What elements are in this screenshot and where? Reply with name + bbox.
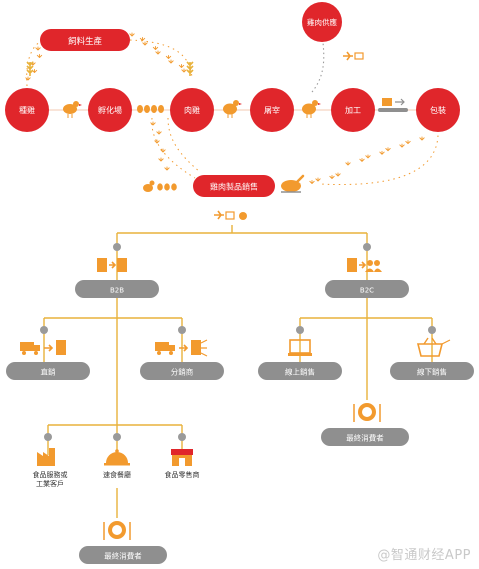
store-icon [171, 449, 193, 466]
feed-production-label: 飼料生產 [68, 36, 103, 47]
wheat-icon [26, 61, 34, 76]
footprint [385, 147, 391, 152]
footprint [154, 139, 160, 144]
building-icon [97, 258, 127, 272]
truck-network-icon [155, 339, 208, 357]
fast-food-restaurants-label: 速食餐廳 [103, 470, 131, 479]
b2b-node: B2B [75, 280, 159, 298]
footprint-trails [26, 27, 439, 186]
packaging-node: 包裝 [416, 88, 460, 132]
distributors-label: 分銷商 [171, 367, 194, 377]
hatchery-label: 孵化場 [98, 105, 122, 115]
plane-truck-icon-2 [214, 210, 247, 220]
chicken-icon-3 [302, 100, 321, 118]
footprint [152, 46, 159, 50]
footprint [329, 175, 335, 179]
end-consumer-right-node: 最終消費者 [321, 428, 409, 446]
truck-building-icon [20, 340, 66, 355]
chicken-products-sales-node: 雞肉製品銷售 [193, 175, 275, 197]
online-sales-node: 線上銷售 [258, 362, 342, 380]
junction-dots [40, 243, 436, 441]
processing-label: 加工 [345, 105, 361, 115]
packaging-label: 包裝 [430, 105, 446, 115]
footprint [315, 177, 321, 182]
chicken-icon [63, 101, 82, 118]
footprint [129, 32, 135, 37]
food-service-industrial-label: 食品服務或工業客戶 [33, 470, 68, 488]
footprint [35, 46, 41, 51]
footprint [379, 150, 385, 155]
plate-cutlery-icon [353, 403, 381, 422]
b2b-label: B2B [110, 287, 124, 295]
chicken-products-sales-label: 雞肉製品銷售 [210, 182, 258, 192]
direct-sales-node: 直銷 [6, 362, 90, 380]
eggs-icon [137, 105, 164, 113]
roast-chicken-icon [281, 174, 305, 193]
wheat-icon-2 [186, 61, 194, 76]
broiler-node: 肉雞 [170, 88, 214, 132]
chicken-icon-2 [223, 100, 242, 118]
feed-production-node: 飼料生產 [40, 29, 130, 51]
slaughter-label: 屠宰 [264, 105, 280, 115]
footprint [335, 172, 341, 177]
footprint [142, 41, 148, 46]
laptop-icon [288, 339, 312, 356]
online-sales-label: 線上銷售 [285, 367, 315, 377]
direct-sales-label: 直銷 [41, 367, 56, 377]
footprint [168, 59, 174, 64]
footprint [405, 140, 411, 145]
chicken-supplier-node: 雞肉供應 [302, 2, 342, 42]
footprint [359, 157, 365, 162]
chicken-supplier-label: 雞肉供應 [307, 17, 337, 27]
distributors-node: 分銷商 [140, 362, 224, 380]
watermark-text: @智通财经APP [377, 548, 471, 563]
footprint [399, 143, 405, 148]
offline-sales-node: 線下銷售 [390, 362, 474, 380]
footprint [164, 166, 170, 171]
breeding-label: 種雞 [19, 105, 35, 115]
people-icon [347, 258, 382, 272]
cloche-icon [104, 449, 130, 466]
basket-icon [416, 337, 451, 357]
slaughter-node: 屠宰 [250, 88, 294, 132]
breeding-node: 種雞 [5, 88, 49, 132]
footprint [165, 55, 172, 59]
b2c-label: B2C [360, 287, 374, 295]
end-consumer-left-node: 最終消費者 [79, 546, 167, 564]
b2c-node: B2C [325, 280, 409, 298]
offline-sales-label: 線下銷售 [417, 367, 447, 377]
hatchery-node: 孵化場 [88, 88, 132, 132]
footprint [158, 157, 164, 162]
footprint [156, 130, 162, 135]
plate-cutlery-icon-2 [103, 521, 131, 540]
footprint [309, 180, 315, 184]
plane-truck-icon [343, 51, 364, 61]
footprint [345, 161, 351, 166]
processing-node: 加工 [331, 88, 375, 132]
conveyor-icon [378, 98, 408, 112]
footprint [419, 136, 425, 141]
footprint [181, 68, 187, 73]
footprint [155, 50, 161, 55]
broiler-label: 肉雞 [184, 105, 200, 115]
chicken-eggs-icon [143, 180, 177, 192]
footprint [365, 154, 371, 159]
footprint [36, 54, 43, 58]
footprint [139, 37, 146, 41]
distribution-tree [43, 225, 433, 518]
food-retailers-label: 食品零售商 [165, 470, 200, 479]
end-consumer-right-label: 最終消費者 [346, 433, 384, 443]
end-consumer-left-label: 最終消費者 [104, 551, 142, 561]
factory-icon [37, 448, 55, 466]
process-circles: 種雞 孵化場 肉雞 屠宰 加工 包裝 [5, 88, 460, 132]
footprint [178, 64, 185, 68]
